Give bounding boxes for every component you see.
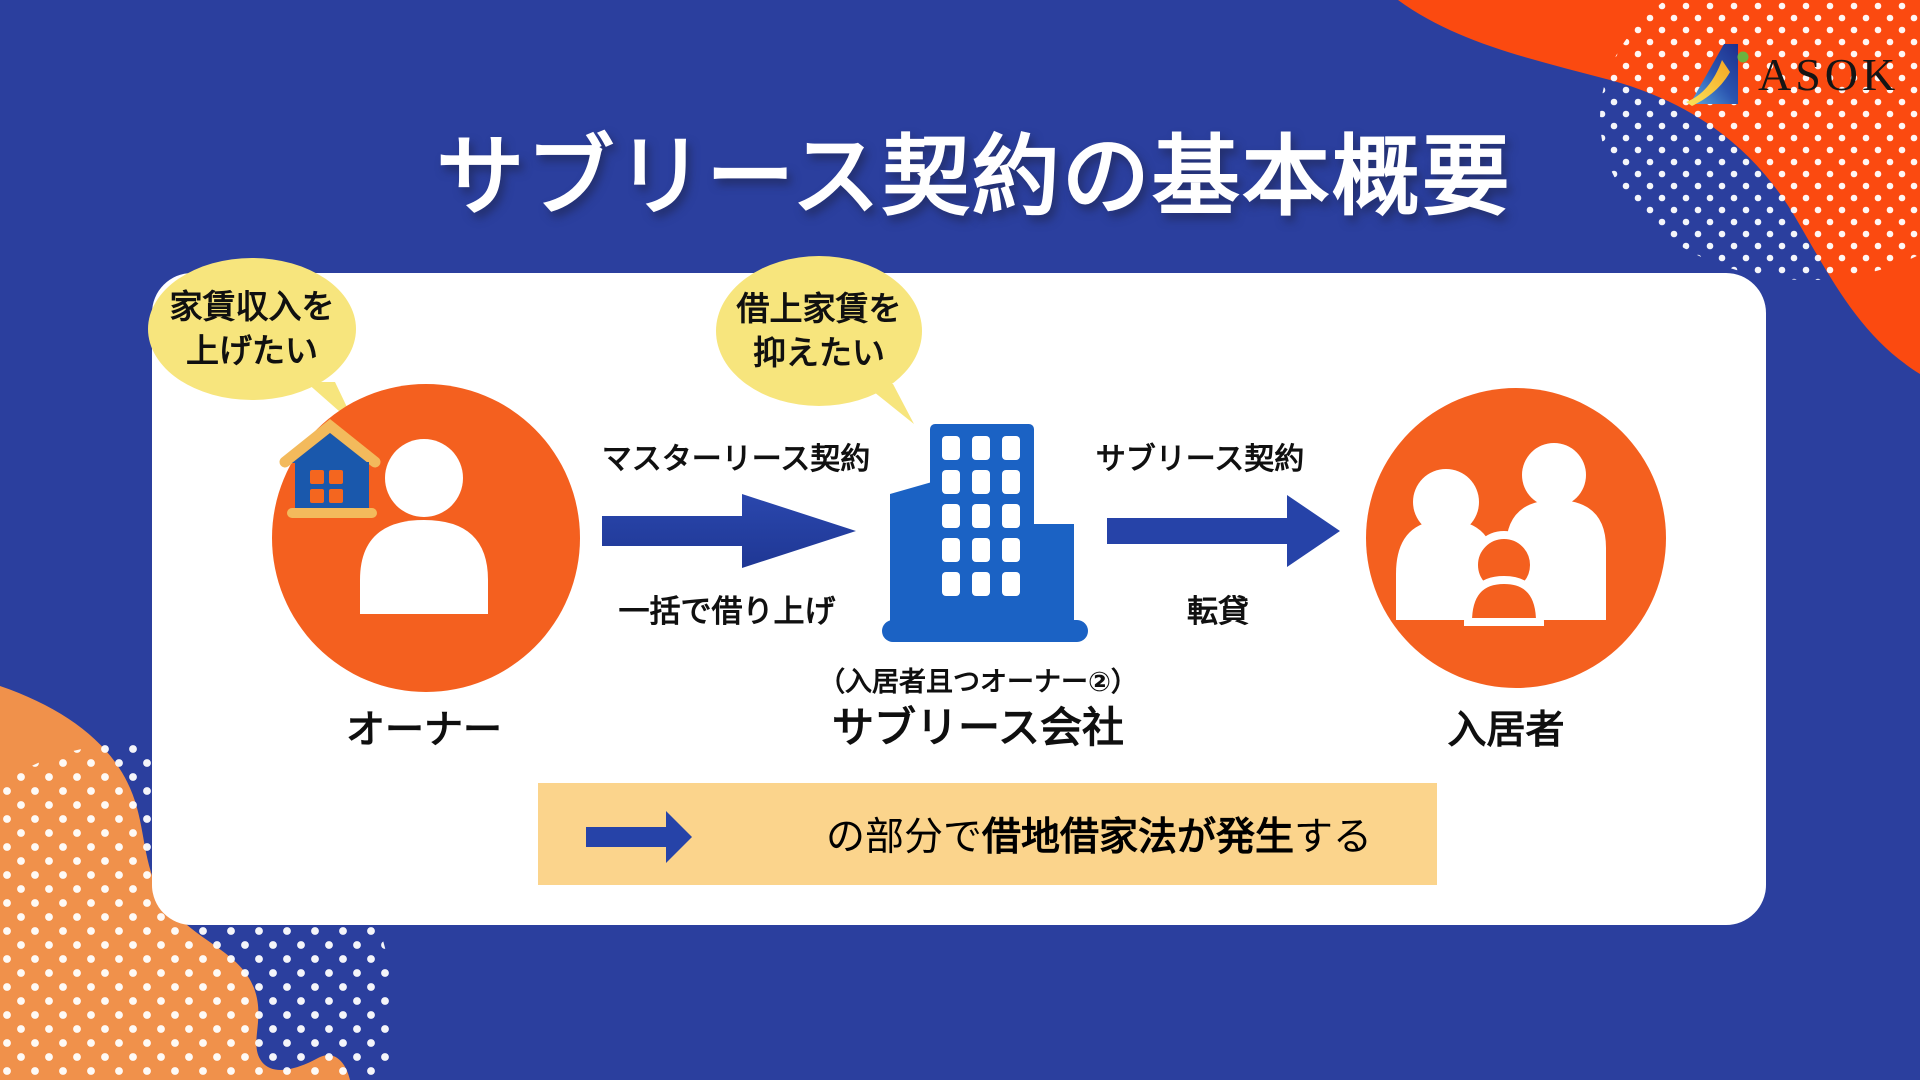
legend-prefix: の部分で [826,816,983,859]
legend-text: の部分で借地借家法が発生する [826,806,1372,862]
owner-speech-bubble: 家賃収入を 上げたい [148,258,356,400]
company-bubble-line2: 抑えたい [753,334,885,371]
tenant-label: 入居者 [1447,709,1565,752]
brand-logo-text: ASOK [1758,48,1900,100]
house-icon [279,418,381,518]
asok-logo-icon [1686,44,1749,106]
legend-suffix: する [1294,816,1373,859]
page-title: サブリース契約の基本概要 [436,127,1512,226]
sublease-action-label: 転貸 [1187,594,1249,629]
company-bubble-tail [864,384,914,424]
master-lease-arrow-icon [602,494,856,568]
owner-bubble-line2: 上げたい [186,332,318,369]
company-bubble-line1: 借上家賃を [736,290,902,327]
owner-bubble-line1: 家賃収入を [169,288,335,325]
tenant-avatar [1366,388,1666,688]
brand-logo: ASOK [1686,40,1899,108]
company-note-label: （入居者且つオーナー②） [818,667,1138,697]
legend-highlight: 借地借家法が発生 [982,816,1295,859]
company-label: サブリース会社 [832,704,1124,751]
building-icon [882,424,1088,642]
owner-label: オーナー [345,709,503,752]
owner-avatar [272,384,580,692]
sublease-contract-label: サブリース契約 [1095,443,1305,476]
legend-banner: の部分で借地借家法が発生する [538,783,1437,885]
sublease-arrow-icon [1107,495,1340,567]
company-speech-bubble: 借上家賃を 抑えたい [716,256,922,406]
owner-person-icon [279,418,488,614]
family-icon [1396,443,1606,626]
legend-arrow-icon [586,811,692,863]
master-lease-contract-label: マスターリース契約 [601,443,871,476]
master-lease-action-label: 一括で借り上げ [618,594,836,629]
